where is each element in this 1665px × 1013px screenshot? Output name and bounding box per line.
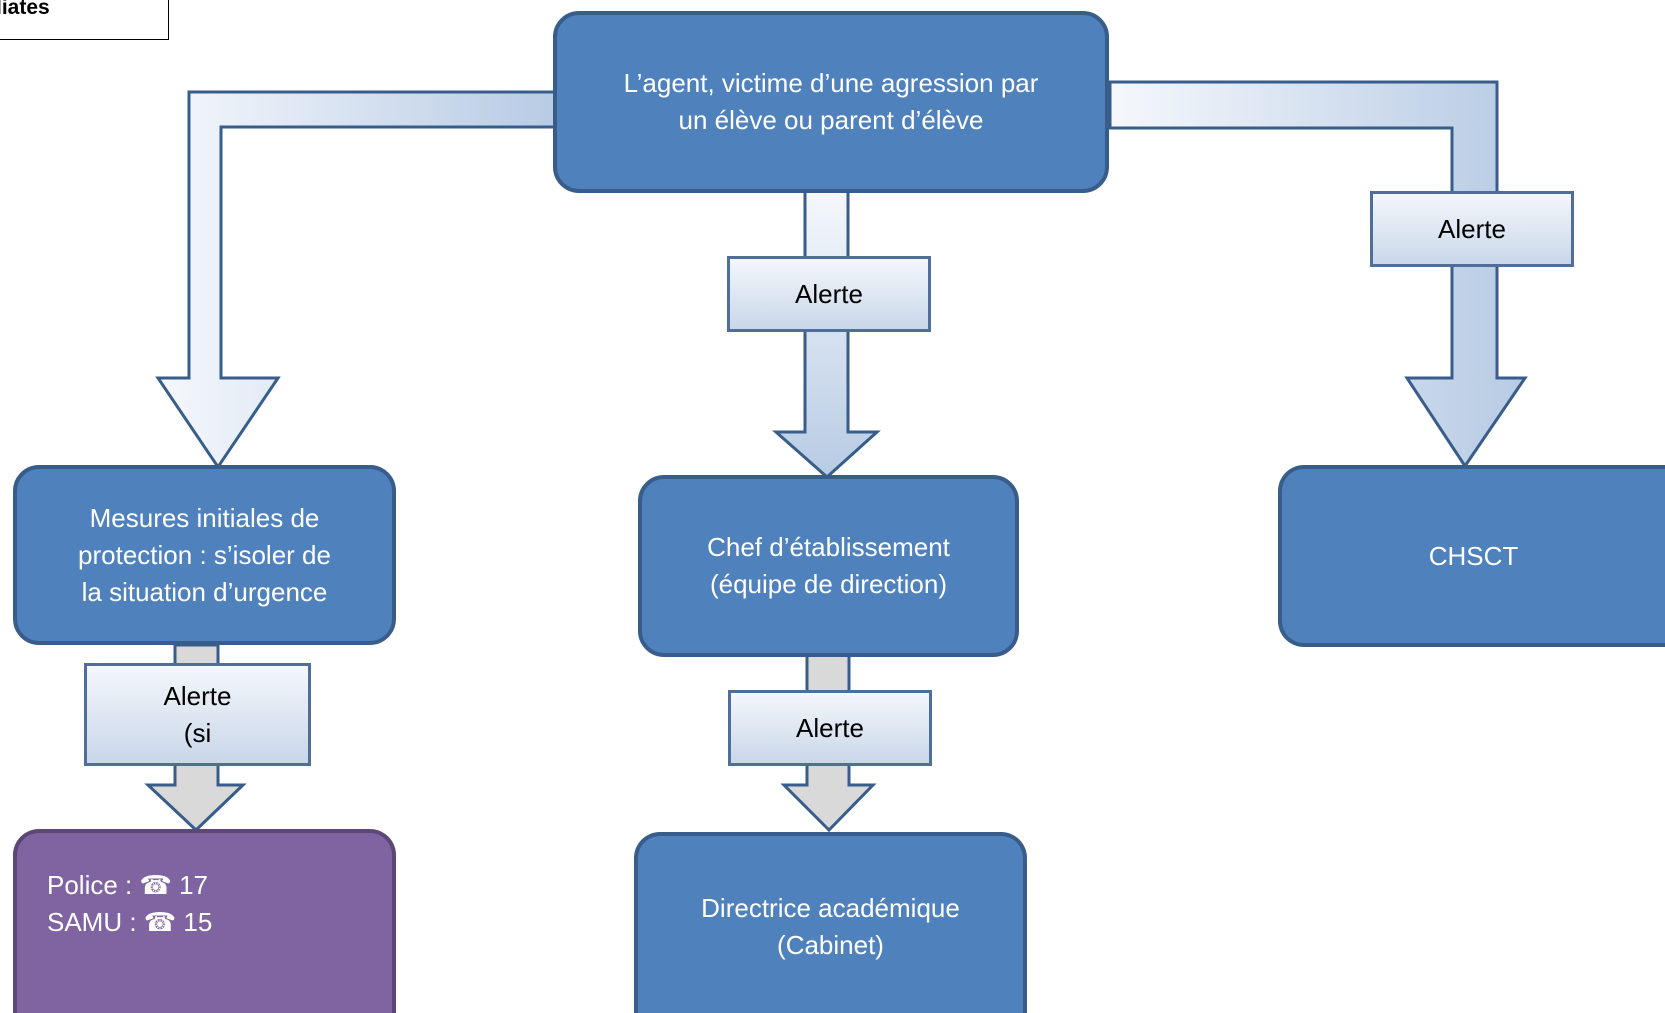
node-victim-line2: un élève ou parent d’élève: [678, 105, 984, 135]
corner-note-text: liates: [0, 0, 50, 19]
node-emergency-line1: Police : ☎ 17: [47, 870, 209, 900]
arrow-victim-to-chef: [772, 188, 881, 480]
node-chef-line2: (équipe de direction): [709, 569, 948, 599]
alert-label-center-top-text: Alerte: [795, 278, 863, 309]
node-directrice-line1: Directrice académique: [701, 892, 960, 923]
node-chsct: CHSCT: [1278, 465, 1665, 647]
node-chef: Chef d’établissement (équipe de directio…: [638, 475, 1019, 657]
node-directrice-line2: (Cabinet): [777, 929, 884, 960]
node-mesures-line2: protection : s’isoler de: [78, 539, 331, 570]
alert-label-left-line1: Alerte: [163, 680, 232, 711]
alert-label-center-bottom: Alerte: [728, 690, 932, 766]
node-victim: L’agent, victime d’une agression par un …: [553, 11, 1109, 193]
arrow-victim-to-mesures: [155, 90, 558, 470]
alert-label-right-text: Alerte: [1438, 213, 1506, 244]
alert-label-left-line2: (si: [183, 717, 212, 748]
alert-label-right: Alerte: [1370, 191, 1574, 267]
node-chef-line1: Chef d’établissement: [707, 532, 950, 562]
alert-label-left: Alerte (si: [84, 663, 311, 766]
node-directrice: Directrice académique (Cabinet): [634, 832, 1027, 1013]
node-mesures: Mesures initiales de protection : s’isol…: [13, 465, 396, 645]
node-victim-line1: L’agent, victime d’une agression par: [623, 68, 1039, 98]
node-chsct-line1: CHSCT: [1428, 540, 1519, 571]
alert-label-center-bottom-text: Alerte: [796, 712, 864, 743]
node-emergency: Police : ☎ 17 SAMU : ☎ 15: [13, 829, 396, 1013]
corner-note: liates: [0, 0, 169, 40]
arrow-victim-to-chsct: [1108, 80, 1528, 469]
node-mesures-line3: la situation d’urgence: [81, 576, 328, 607]
node-mesures-line1: Mesures initiales de: [89, 502, 320, 533]
alert-label-center-top: Alerte: [727, 256, 931, 332]
node-emergency-line2: SAMU : ☎ 15: [47, 907, 213, 937]
